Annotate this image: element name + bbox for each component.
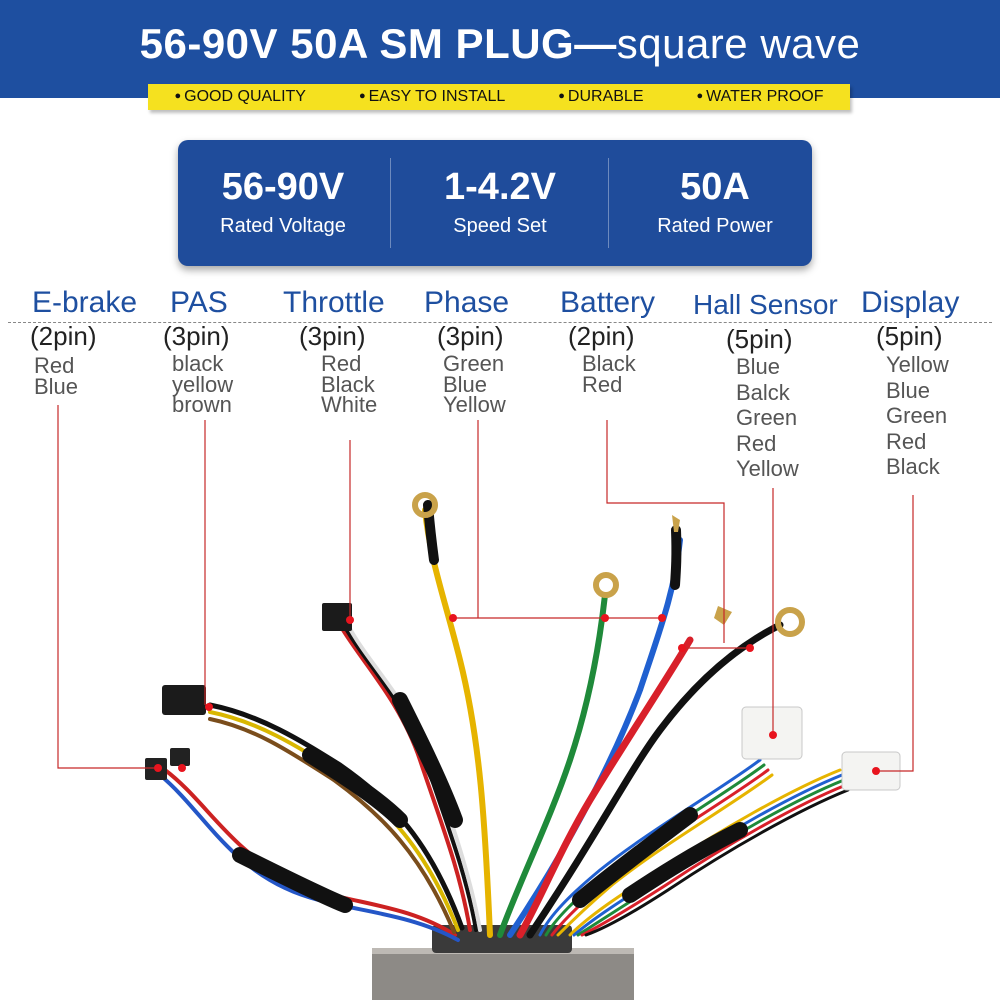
controller-housing — [372, 948, 634, 1000]
callout-lines — [57, 405, 914, 772]
feature-item: WATER PROOF — [697, 88, 823, 106]
spec-panel: 56-90V Rated Voltage 1-4.2V Speed Set 50… — [178, 140, 812, 266]
pin-count: (3pin) — [299, 321, 366, 351]
callout-markers — [154, 614, 880, 775]
phase-spade-terminal — [672, 515, 680, 532]
pin-count: (3pin) — [163, 321, 230, 351]
phase-ring-terminal — [412, 492, 438, 518]
connector-title-pas: PAS — [170, 286, 228, 319]
pin-count: (2pin) — [568, 321, 635, 351]
spec-power: 50A Rated Power — [657, 166, 773, 237]
connector-title-hall: Hall Sensor — [693, 289, 838, 320]
pin-count: (5pin) — [876, 321, 943, 351]
spec-divider — [608, 158, 609, 248]
wire-bundle — [158, 500, 850, 942]
features-ribbon: GOOD QUALITY EASY TO INSTALL DURABLE WAT… — [148, 84, 850, 110]
feature-item: EASY TO INSTALL — [359, 88, 506, 106]
spec-speed: 1-4.2V Speed Set — [444, 166, 556, 237]
cable-gland — [432, 925, 572, 953]
title-banner — [0, 0, 1000, 98]
page-title: 56-90V 50A SM PLUG—square wave — [139, 20, 861, 67]
connector-title-throttle: Throttle — [283, 286, 385, 319]
pin-count: (3pin) — [437, 321, 504, 351]
pin-count: (2pin) — [30, 321, 97, 351]
feature-item: DURABLE — [558, 88, 644, 106]
spec-divider — [390, 158, 391, 248]
battery-ring-terminal — [775, 607, 805, 637]
connector-title-display: Display — [861, 286, 960, 319]
connector-title-phase: Phase — [424, 286, 510, 319]
connector-title-ebrake: E-brake — [32, 286, 138, 319]
throttle-connector — [322, 603, 352, 631]
pas-connector — [162, 685, 206, 715]
battery-spade-terminal — [714, 606, 732, 625]
connector-title-battery: Battery — [560, 286, 656, 319]
connectors — [145, 492, 901, 791]
phase-ring-terminal — [593, 572, 619, 598]
pin-count: (5pin) — [726, 324, 793, 354]
header-divider — [8, 322, 992, 323]
feature-item: GOOD QUALITY — [175, 88, 306, 106]
spec-voltage: 56-90V Rated Voltage — [220, 166, 346, 237]
